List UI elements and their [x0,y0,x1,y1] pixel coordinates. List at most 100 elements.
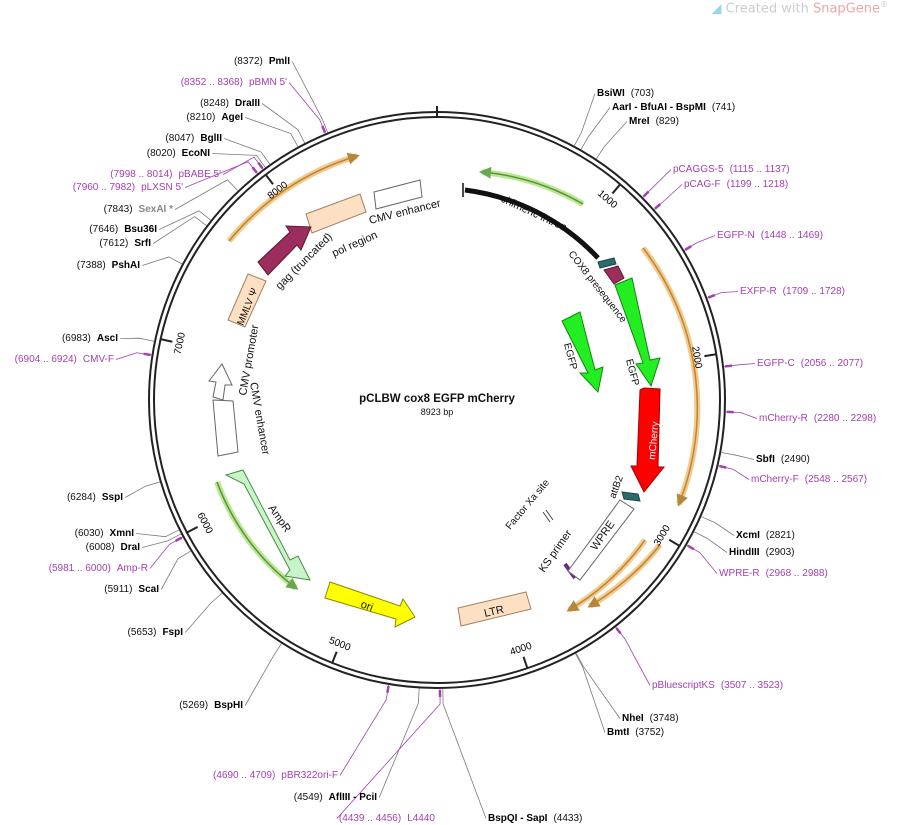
site-label-nhei[interactable]: NheI(3748) [622,713,679,724]
site-name: EXFP-R [740,286,777,297]
site-name: EcoNI [182,148,211,159]
orf-arc-right-line [642,247,699,507]
site-label-draiii[interactable]: (8248)DraIII [200,98,260,109]
leader-line [149,536,183,569]
site-label-pbluescriptks[interactable]: pBluescriptKS(3507 .. 3523) [652,680,783,691]
site-label-l4440[interactable]: (4439 .. 4456)L4440 [339,813,436,824]
site-label-egfpn[interactable]: EGFP-N(1448 .. 1469) [717,230,823,241]
site-label-sexai[interactable]: (7843)SexAI * [104,204,173,215]
site-label-srfi[interactable]: (7612) SrfI [99,238,151,249]
site-name: pLXSN 5' [141,182,183,193]
primer-mark [321,125,327,133]
site-pos: (4439 .. 4456) [339,813,401,824]
wpre-box[interactable] [567,499,635,581]
site-label-mrei[interactable]: MreI(829) [629,116,679,127]
leader-line [160,550,191,590]
site-label-cmvf[interactable]: (6904 .. 6924)CMV-F [15,354,114,365]
primer-mark [615,627,622,635]
site-pos: (6904 .. 6924) [15,354,77,365]
ori-arrow[interactable] [324,581,416,628]
site-label-ampr-primer[interactable]: (5981 .. 6000)Amp-R [49,563,148,574]
egfp-outer-arrow[interactable] [614,277,661,388]
cmv-enhancer-left-box[interactable] [212,399,239,457]
site-label-econi[interactable]: (8020)EcoNI [147,148,210,159]
site-label-pbr322orif[interactable]: (4690 .. 4709)pBR322ori-F [213,770,338,781]
site-label-pbmn5[interactable]: (8352 .. 8368)pBMN 5' [181,77,287,88]
site-label-pshai[interactable]: (7388)PshAI [77,260,140,271]
site-pos: (6030) [75,528,104,539]
cox8-teal-mark [597,257,617,269]
site-label-sbfi[interactable]: SbfI(2490) [756,454,810,465]
site-label-bsu36i[interactable]: (7646)Bsu36I [89,224,157,235]
orf-arc-top-green-line [479,166,584,205]
site-label-mcherryf[interactable]: mCherry-F(2548 .. 2567) [751,474,867,485]
site-pos: (2280 .. 2298) [814,413,876,424]
site-name: WPRE-R [719,568,760,579]
tick-1000 [611,183,621,195]
leader-line [694,531,728,553]
site-label-asci[interactable]: (6983)AscI [62,333,118,344]
site-label-exfpr[interactable]: EXFP-R(1709 .. 1728) [740,286,845,297]
site-name: SrfI [134,238,151,249]
site-label-hindiii[interactable]: HindIII(2903) [729,547,794,558]
site-pos: (2056 .. 2077) [801,358,863,369]
cmv-promoter-arrow[interactable] [208,363,233,401]
mcherry-arrow[interactable] [630,387,666,493]
site-pos: (8372) [234,56,263,67]
site-label-pmli[interactable]: (8372)PmlI [234,56,290,67]
gag-arrow[interactable] [257,225,312,276]
orf-arc-top-green [481,169,585,207]
feature-label-ltr: LTR [483,604,505,620]
snapgene-watermark: ◢ Created with SnapGene® [712,0,888,16]
orf-arc-bottom-right-2 [588,543,663,609]
site-label-afliii[interactable]: (4549)AflIII - PciI [294,792,377,803]
site-name: XmnI [110,528,135,539]
cmv-enhancer-top-box[interactable] [373,179,423,210]
site-label-bsphi[interactable]: (5269)BspHI [179,700,243,711]
site-pos: (7612) [99,238,128,249]
site-pos: (2821) [766,530,795,541]
site-label-agei[interactable]: (8210)AgeI [186,112,243,123]
site-label-scai[interactable]: (5911)ScaI [104,584,159,595]
site-name: MreI [629,116,650,127]
site-pos: (4690 .. 4709) [213,770,275,781]
site-label-aari[interactable]: AarI - BfuAI - BspMI(741) [612,102,735,113]
feature-label-mcherry: mCherry [647,421,661,460]
cox8-presequence-arrow[interactable] [603,265,625,285]
tick-2000 [704,353,717,358]
site-label-bsiwi[interactable]: BsiWI(703) [597,88,654,99]
site-label-drai[interactable]: (6008)DraI [86,542,141,553]
site-label-sspi[interactable]: (6284)SspI [67,492,123,503]
site-label-plxsn5[interactable]: (7960 .. 7982)pLXSN 5' [73,182,183,193]
pol-region-box[interactable] [305,193,367,234]
watermark-brand: SnapGene [812,1,880,17]
site-label-wprer[interactable]: WPRE-R(2968 .. 2988) [719,568,828,579]
plasmid-length: 8923 bp [421,407,454,417]
site-pos: (5269) [179,700,208,711]
feature-label-cmv-enhancer-left: CMV enhancer [247,381,272,456]
site-label-pcagf[interactable]: pCAG-F(1199 .. 1218) [684,179,788,190]
site-label-xmni[interactable]: (6030) XmnI [75,528,135,539]
site-label-fspi[interactable]: (5653)FspI [128,627,184,638]
site-label-pbabe5[interactable]: (7998 .. 8014)pBABE 5' [110,169,221,180]
site-label-egfpc[interactable]: EGFP-C(2056 .. 2077) [757,358,863,369]
leader-line [575,653,606,733]
tick-7000 [160,338,173,343]
leader-line [442,688,487,819]
site-label-mcherryr[interactable]: mCherry-R(2280 .. 2298) [759,413,876,424]
site-label-bglii[interactable]: (8047)BglII [165,133,222,144]
primer-mark [386,685,390,694]
ampr-arrow[interactable] [224,469,311,581]
site-name: AflIII - PciI [329,792,378,803]
site-name: pBluescriptKS [652,680,715,691]
primer-mark [719,464,727,469]
site-label-xcmi[interactable]: XcmI(2821) [736,530,795,541]
site-label-bspqi[interactable]: BspQI - SapI(4433) [488,813,582,824]
tick-label: 2000 [689,346,704,370]
mmlv-psi-box[interactable] [227,273,267,328]
egfp-inner-arrow[interactable] [561,311,604,394]
ltr-box[interactable] [457,591,532,627]
site-label-pcaggs5[interactable]: pCAGGS-5(1115 .. 1137) [673,164,790,175]
site-label-bmti[interactable]: BmtI(3752) [607,727,664,738]
